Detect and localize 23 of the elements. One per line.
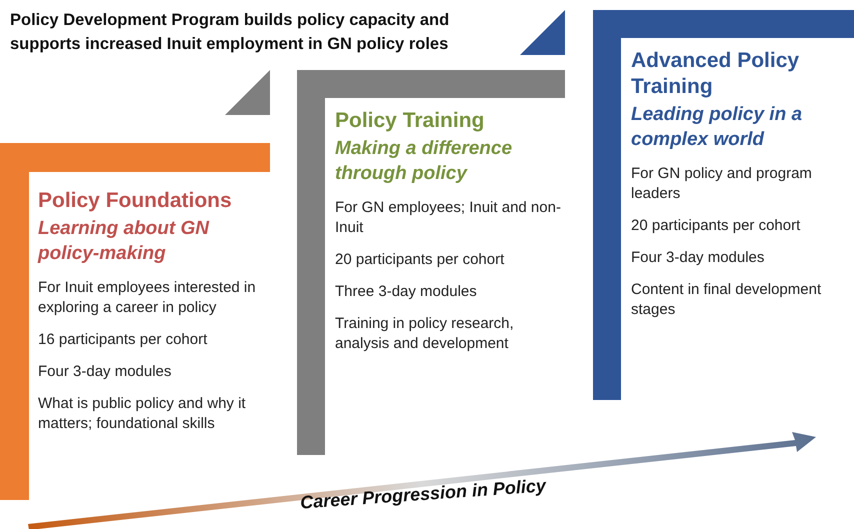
step-bracket (297, 70, 565, 455)
step-bracket (593, 10, 854, 400)
step-detail: 20 participants per cohort (335, 250, 506, 270)
step-subtitle: Leading policy in a complex world (631, 103, 804, 152)
step-heading: Advanced Policy Training (631, 48, 800, 100)
step-heading: Policy Training (335, 108, 486, 134)
title: Policy Development Program builds policy capacity and supports increased Inuit employment in GN policy roles (10, 10, 450, 55)
step-subtitle: Learning about GN policy-making (38, 217, 210, 266)
step-detail: For GN employees; Inuit and non-Inuit (335, 198, 562, 238)
step-detail: Content in final development stages (631, 280, 822, 320)
step-detail: Four 3-day modules (631, 248, 766, 268)
step-detail: 20 participants per cohort (631, 216, 802, 236)
step-detail: Four 3-day modules (38, 362, 172, 382)
step-detail: What is public policy and why it matters; foundational skills (38, 394, 247, 434)
step-detail: Training in policy research, analysis and development (335, 314, 515, 354)
step-detail: 16 participants per cohort (38, 330, 208, 350)
step-subtitle: Making a difference through policy (335, 137, 514, 186)
axis-label: Career Progression in Policy (300, 475, 547, 514)
step-detail: Three 3-day modules (335, 282, 478, 302)
step-bracket (0, 143, 270, 500)
step-detail: For GN policy and program leaders (631, 164, 813, 204)
step-heading: Policy Foundations (38, 188, 233, 214)
step-detail: For Inuit employees interested in exploring a career in policy (38, 278, 257, 318)
